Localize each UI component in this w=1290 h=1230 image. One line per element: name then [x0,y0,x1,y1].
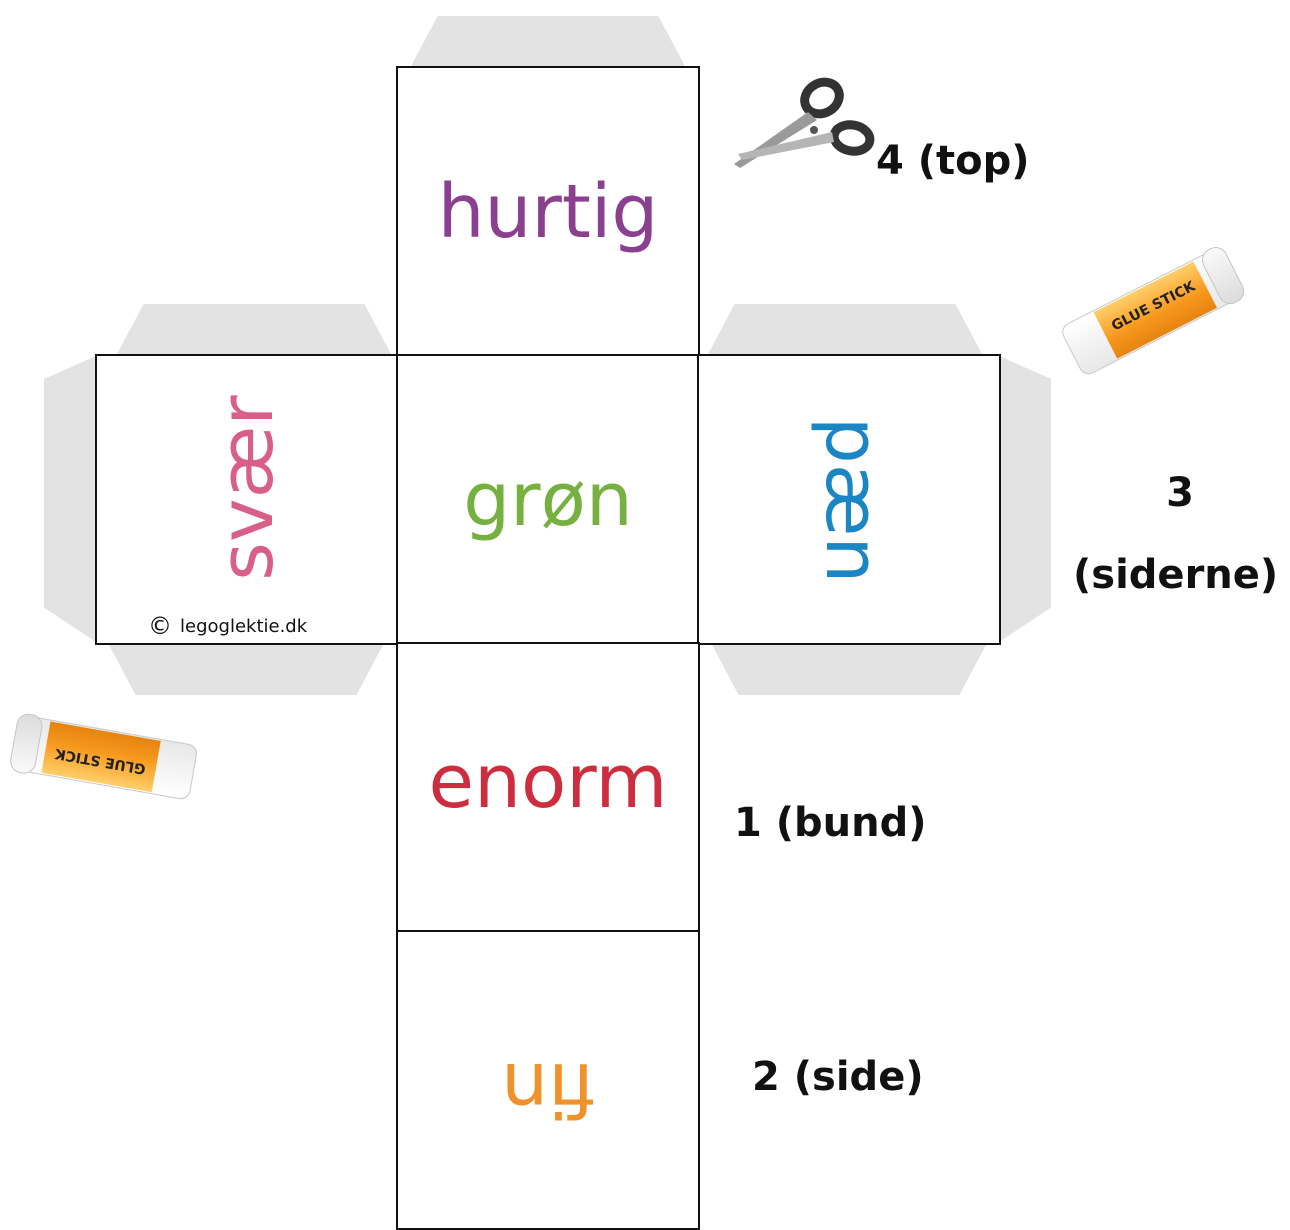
flap-left-bottom [108,643,384,695]
flap-left-side [44,356,96,642]
flap-right-side [999,356,1051,642]
flap-right-bottom [711,643,987,695]
word-center: grøn [463,456,633,543]
word-right: pæn [809,416,895,583]
scissors-icon [722,72,877,187]
label-sides-number: 3 [1166,470,1194,516]
face-bottom: enorm [396,642,700,933]
label-bottom: 1 (bund) [734,800,927,846]
flap-right-top [707,304,983,356]
word-top: hurtig [437,168,659,255]
face-center: grøn [396,354,700,645]
word-last: fin [501,1045,595,1132]
copyright-text: legoglektie.dk [180,616,308,637]
glue-stick-text: GLUE STICK [53,744,147,777]
copyright-symbol: © [148,612,172,640]
glue-stick-icon: GLUE STICK [1058,242,1249,378]
face-left: svær [95,354,399,645]
word-left: svær [204,395,290,581]
face-last: fin [396,930,700,1230]
glue-stick-icon: GLUE STICK [8,711,199,801]
copyright-notice: © legoglektie.dk [148,612,307,640]
face-right: pæn [697,354,1001,645]
label-side: 2 (side) [752,1054,924,1100]
face-top: hurtig [396,66,700,357]
label-top: 4 (top) [876,138,1030,184]
glue-stick-label: GLUE STICK [41,721,161,793]
glue-stick-text: GLUE STICK [1108,278,1198,335]
label-sides-text: (siderne) [1073,552,1279,598]
word-bottom: enorm [428,738,668,825]
glue-stick-label: GLUE STICK [1093,261,1217,359]
flap-top [410,16,686,68]
flap-left-top [116,304,392,356]
